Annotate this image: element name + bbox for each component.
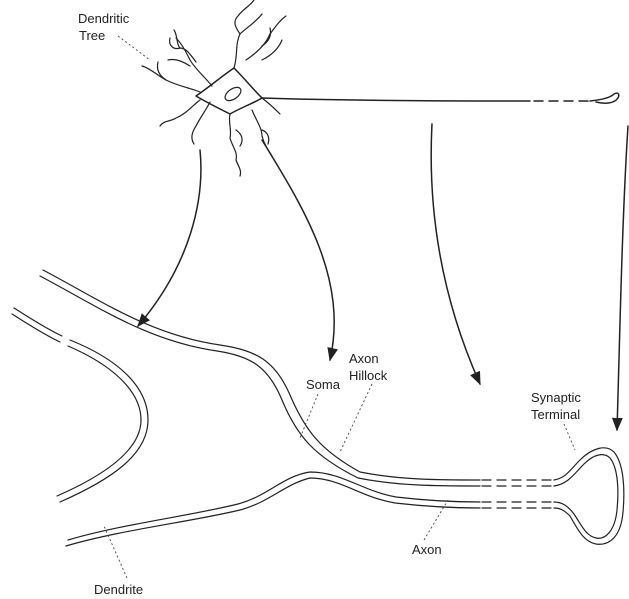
arrow-to-hillock <box>431 124 480 384</box>
label-axon-hillock-line1: Axon <box>349 351 379 366</box>
arrow-to-soma <box>262 140 334 360</box>
soma-upper-edge-outer <box>43 270 480 480</box>
dendritic-tree-branches <box>142 0 286 176</box>
dendrite-upper-left-inner <box>12 314 60 342</box>
small-axon-terminal <box>590 93 619 103</box>
arrow-to-terminal <box>617 126 628 430</box>
leader-dendritic-tree <box>118 36 150 60</box>
label-synaptic-terminal-line1: Synaptic <box>531 390 581 405</box>
soma-lower-edge-inner <box>68 472 480 540</box>
label-axon: Axon <box>412 542 442 557</box>
synaptic-terminal-inner <box>554 455 618 539</box>
small-axon <box>262 98 530 101</box>
leader-soma <box>300 394 318 438</box>
label-soma: Soma <box>306 377 341 392</box>
leader-axon-hillock <box>340 384 372 452</box>
leader-lines <box>104 36 575 578</box>
dendrite-upper-left-continued-inner <box>57 346 141 496</box>
leader-synaptic-terminal <box>564 424 575 450</box>
labels: Dendritic Tree Soma Axon Hillock Synapti… <box>78 11 581 597</box>
soma-upper-edge-inner <box>40 276 480 486</box>
dendrite-upper-left-continued <box>60 340 148 502</box>
arrow-to-dendrite <box>138 150 201 326</box>
label-dendritic-tree-line1: Dendritic <box>78 11 130 26</box>
small-neuron <box>142 0 619 176</box>
label-axon-hillock-line2: Hillock <box>349 368 388 383</box>
label-synaptic-terminal-line2: Terminal <box>531 407 580 422</box>
small-nucleus <box>223 85 243 104</box>
zoom-arrows <box>138 124 628 430</box>
label-dendritic-tree-line2: Tree <box>79 28 105 43</box>
dendrite-upper-left <box>14 308 62 336</box>
label-dendrite: Dendrite <box>94 582 143 597</box>
